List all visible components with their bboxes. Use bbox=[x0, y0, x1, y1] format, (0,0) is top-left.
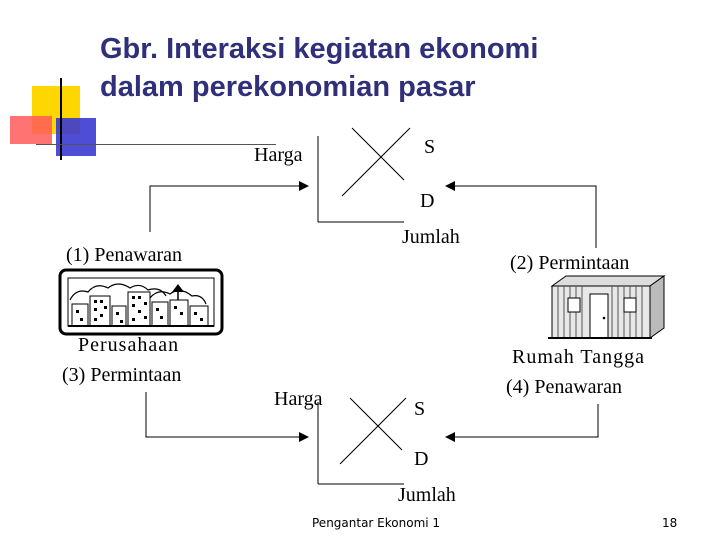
top-demand-curve bbox=[351, 127, 405, 181]
top-flow-lines bbox=[149, 181, 597, 248]
bottom-demand-curve bbox=[349, 397, 403, 451]
top-price-label: Harga bbox=[254, 144, 303, 166]
bottom-market-graph bbox=[317, 397, 407, 485]
household-supply-label: (4) Penawaran bbox=[506, 376, 623, 398]
house-icon bbox=[548, 275, 666, 339]
decor-vertical-line bbox=[60, 78, 62, 160]
household-to-factor-market-flow bbox=[445, 404, 599, 442]
top-market-graph bbox=[317, 127, 411, 223]
bottom-flow-lines bbox=[145, 392, 599, 442]
bottom-supply-label: S bbox=[414, 398, 426, 420]
slide-title: Gbr. Interaksi kegiatan ekonomi dalam pe… bbox=[100, 30, 700, 106]
factory-city-icon bbox=[58, 268, 224, 336]
firm-demand-label: (3) Permintaan bbox=[62, 364, 182, 386]
decor-red-square bbox=[10, 116, 52, 144]
bottom-quantity-label: Jumlah bbox=[398, 484, 456, 506]
bottom-demand-label: D bbox=[414, 448, 429, 470]
bottom-supply-curve bbox=[339, 397, 407, 465]
title-line-1: Gbr. Interaksi kegiatan ekonomi bbox=[100, 33, 539, 65]
household-to-market-flow bbox=[445, 181, 597, 248]
top-supply-curve bbox=[341, 127, 411, 197]
title-line-2: dalam perekonomian pasar bbox=[100, 71, 476, 103]
top-supply-label: S bbox=[424, 136, 436, 158]
decor-horizontal-line bbox=[36, 144, 276, 145]
top-quantity-label: Jumlah bbox=[402, 226, 460, 248]
bottom-price-label: Harga bbox=[274, 388, 323, 410]
top-demand-label: D bbox=[420, 190, 435, 212]
decor-blue-square bbox=[56, 118, 96, 156]
household-demand-label: (2) Permintaan bbox=[510, 252, 630, 274]
footer-page-number: 18 bbox=[662, 516, 678, 530]
firm-to-factor-market-flow bbox=[145, 392, 309, 442]
firm-to-market-flow bbox=[149, 181, 309, 232]
footer-course: Pengantar Ekonomi 1 bbox=[312, 516, 441, 530]
firm-name: Perusahaan bbox=[78, 334, 180, 356]
household-name: Rumah Tangga bbox=[512, 346, 645, 368]
firm-supply-label: (1) Penawaran bbox=[66, 244, 183, 266]
